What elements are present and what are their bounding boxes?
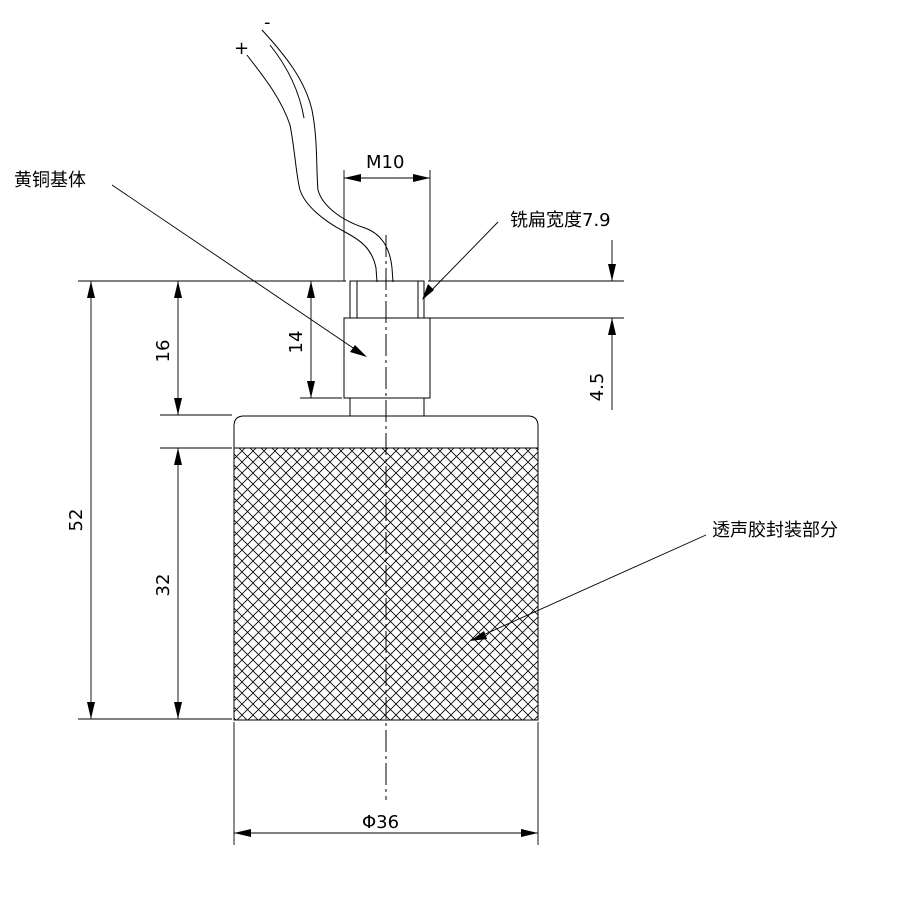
dim-thread: M10 bbox=[366, 152, 404, 173]
dim-total-height: 52 bbox=[66, 509, 87, 532]
dimension-lines bbox=[87, 174, 616, 837]
milled-flat-label: 铣扁宽度7.9 bbox=[510, 210, 611, 231]
leader-lines bbox=[111, 184, 707, 641]
potting-label: 透声胶封装部分 bbox=[712, 520, 838, 541]
dim-stem-height: 16 bbox=[153, 340, 174, 363]
plus-wire-label: + bbox=[234, 38, 249, 59]
dim-flat-depth: 4.5 bbox=[587, 373, 608, 402]
threaded-stem bbox=[343, 280, 431, 416]
dim-stem-length: 14 bbox=[286, 331, 307, 354]
minus-wire-label: - bbox=[264, 12, 271, 33]
cable bbox=[246, 29, 394, 283]
brass-body-label: 黄铜基体 bbox=[14, 170, 86, 191]
dim-potting-height: 32 bbox=[153, 574, 174, 597]
extension-lines bbox=[78, 170, 624, 845]
dim-diameter: Φ36 bbox=[362, 812, 399, 833]
